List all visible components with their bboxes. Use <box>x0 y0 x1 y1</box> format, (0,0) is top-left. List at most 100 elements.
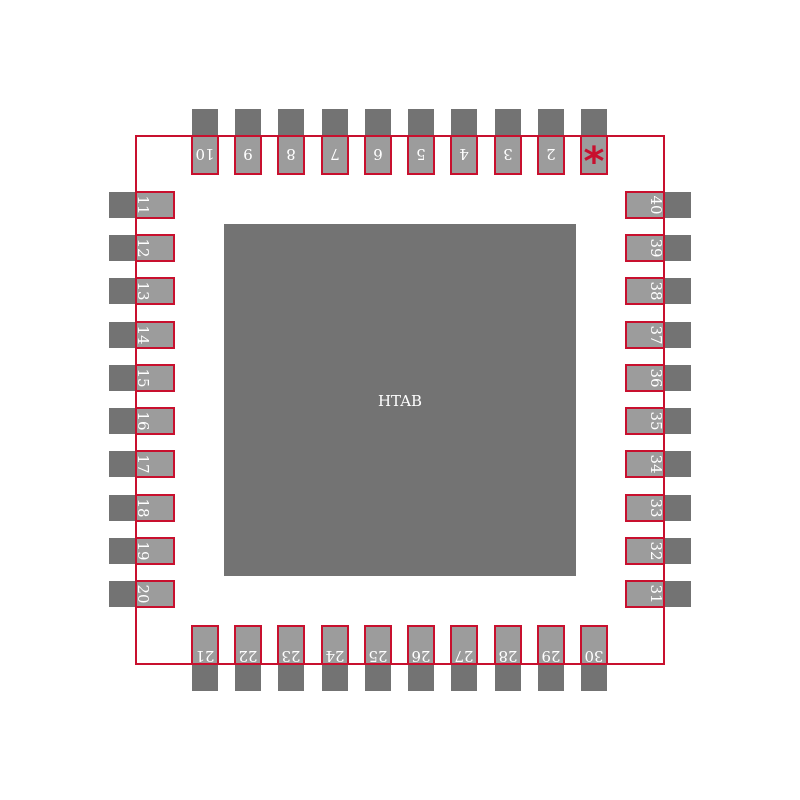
pin-label-28: 28 <box>498 647 517 665</box>
pin-box-18 <box>135 494 175 522</box>
center-label: HTAB <box>378 392 422 410</box>
pin1-marker: * <box>584 139 605 185</box>
pin-pad-28 <box>495 663 521 691</box>
pin-pad-18 <box>109 495 137 521</box>
pin-box-19 <box>135 537 175 565</box>
pin-box-26 <box>407 625 435 665</box>
pin-pad-16 <box>109 408 137 434</box>
pin-pad-22 <box>235 663 261 691</box>
pin-box-30 <box>580 625 608 665</box>
pin-label-3: 3 <box>503 145 513 163</box>
pin-label-30: 30 <box>584 647 603 665</box>
pin-box-36 <box>625 364 665 392</box>
pin-box-2 <box>537 135 565 175</box>
pin-pad-23 <box>278 663 304 691</box>
pin-box-35 <box>625 407 665 435</box>
pin-pad-35 <box>663 408 691 434</box>
pin-box-27 <box>450 625 478 665</box>
pin-label-8: 8 <box>286 145 296 163</box>
pin-pad-27 <box>451 663 477 691</box>
pin-box-15 <box>135 364 175 392</box>
pin-pad-24 <box>322 663 348 691</box>
pin-pad-20 <box>109 581 137 607</box>
pin-pad-8 <box>278 109 304 137</box>
pin-label-9: 9 <box>243 145 253 163</box>
pin-pad-26 <box>408 663 434 691</box>
pin-label-10: 10 <box>195 145 214 163</box>
pin-pad-12 <box>109 235 137 261</box>
pin-box-8 <box>277 135 305 175</box>
pin-label-13: 13 <box>134 281 152 300</box>
pin-pad-3 <box>495 109 521 137</box>
pin-box-28 <box>494 625 522 665</box>
pin-label-26: 26 <box>411 647 430 665</box>
pin-pad-4 <box>451 109 477 137</box>
pin-pad-2 <box>538 109 564 137</box>
pin-pad-5 <box>408 109 434 137</box>
pin-pad-40 <box>663 192 691 218</box>
pin-label-2: 2 <box>546 145 556 163</box>
pin-pad-39 <box>663 235 691 261</box>
pin-label-21: 21 <box>195 647 214 665</box>
pin-label-23: 23 <box>281 647 300 665</box>
thermal-pad <box>224 224 576 576</box>
pin-pad-10 <box>192 109 218 137</box>
pin-pad-1 <box>581 109 607 137</box>
pin-label-39: 39 <box>647 238 665 257</box>
pin-label-37: 37 <box>647 325 665 344</box>
pin-label-25: 25 <box>368 647 387 665</box>
pin-pad-36 <box>663 365 691 391</box>
pin-label-33: 33 <box>647 498 665 517</box>
pin-pad-7 <box>322 109 348 137</box>
package-outline <box>135 135 665 665</box>
pin-box-29 <box>537 625 565 665</box>
pin-label-15: 15 <box>134 368 152 387</box>
pin-box-22 <box>234 625 262 665</box>
pin-box-37 <box>625 321 665 349</box>
pin-pad-32 <box>663 538 691 564</box>
pin-pad-31 <box>663 581 691 607</box>
pin-label-16: 16 <box>134 411 152 430</box>
pin-pad-37 <box>663 322 691 348</box>
pin-label-19: 19 <box>134 541 152 560</box>
pin-box-10 <box>191 135 219 175</box>
pin-pad-33 <box>663 495 691 521</box>
pin-box-34 <box>625 450 665 478</box>
pin-pad-13 <box>109 278 137 304</box>
pin-box-20 <box>135 580 175 608</box>
pin-box-13 <box>135 277 175 305</box>
pin-label-36: 36 <box>647 368 665 387</box>
pin-box-25 <box>364 625 392 665</box>
pin-label-4: 4 <box>459 145 469 163</box>
pin-label-38: 38 <box>647 281 665 300</box>
pads-layer <box>109 109 691 691</box>
pin-box-4 <box>450 135 478 175</box>
pin-pad-34 <box>663 451 691 477</box>
pin-box-11 <box>135 191 175 219</box>
pin-boxes-layer <box>135 135 665 665</box>
pin-pad-9 <box>235 109 261 137</box>
pin-box-38 <box>625 277 665 305</box>
pin-label-11: 11 <box>134 195 152 214</box>
pin-label-20: 20 <box>134 584 152 603</box>
pin-box-33 <box>625 494 665 522</box>
pin-label-32: 32 <box>647 541 665 560</box>
pin-box-6 <box>364 135 392 175</box>
pin-label-34: 34 <box>647 454 665 473</box>
pin-pad-21 <box>192 663 218 691</box>
pin-label-40: 40 <box>647 195 665 214</box>
pin-label-35: 35 <box>647 411 665 430</box>
pin-pad-30 <box>581 663 607 691</box>
pin-box-7 <box>321 135 349 175</box>
pin-label-6: 6 <box>373 145 383 163</box>
pin-label-14: 14 <box>134 325 152 344</box>
pin-label-17: 17 <box>134 454 152 473</box>
pin-pad-14 <box>109 322 137 348</box>
pin-box-31 <box>625 580 665 608</box>
pin-pad-38 <box>663 278 691 304</box>
pin-pad-11 <box>109 192 137 218</box>
pin-pad-25 <box>365 663 391 691</box>
pin-box-1 <box>580 135 608 175</box>
pin-label-27: 27 <box>454 647 473 665</box>
